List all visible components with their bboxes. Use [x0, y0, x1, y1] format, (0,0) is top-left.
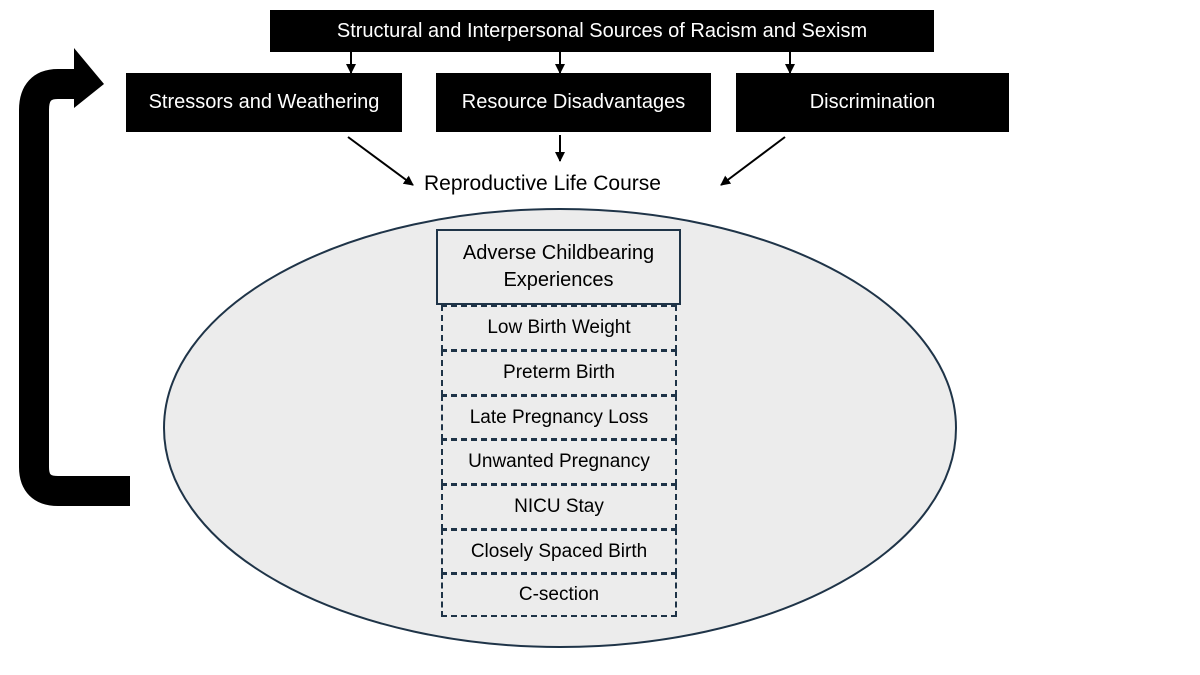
mediator-discrimination-text: Discrimination	[809, 91, 936, 113]
arrow-stressors-to-life-course	[347, 136, 414, 186]
ace-title-line-2: Experiences	[503, 269, 614, 291]
outcome-nicu-stay: NICU Stay	[441, 484, 677, 530]
feedback-loop-arrow	[19, 69, 130, 506]
top-source-text: Structural and Interpersonal Sources of …	[336, 19, 868, 42]
mediator-resources-box: Resource Disadvantages	[436, 73, 711, 132]
ace-box: Adverse Childbearing Experiences	[436, 229, 681, 305]
outcome-low-birth-weight: Low Birth Weight	[441, 305, 677, 351]
mediator-stressors-text: Stressors and Weathering	[148, 91, 380, 113]
outcome-closely-spaced-birth: Closely Spaced Birth	[441, 529, 677, 574]
mediator-resources-text: Resource Disadvantages	[461, 91, 686, 113]
outcome-unwanted-pregnancy: Unwanted Pregnancy	[441, 439, 677, 485]
outcome-preterm-birth: Preterm Birth	[441, 350, 677, 396]
center-label: Reproductive Life Course	[424, 172, 661, 195]
outcome-c-section: C-section	[441, 573, 677, 617]
mediator-discrimination-box: Discrimination	[736, 73, 1009, 132]
feedback-loop-arrowhead	[74, 48, 104, 108]
outcome-late-pregnancy-loss: Late Pregnancy Loss	[441, 395, 677, 440]
arrow-discrimination-to-life-course	[720, 136, 786, 186]
top-source-box: Structural and Interpersonal Sources of …	[270, 10, 934, 52]
ace-title-line-1: Adverse Childbearing	[462, 242, 655, 264]
mediator-stressors-box: Stressors and Weathering	[126, 73, 402, 132]
